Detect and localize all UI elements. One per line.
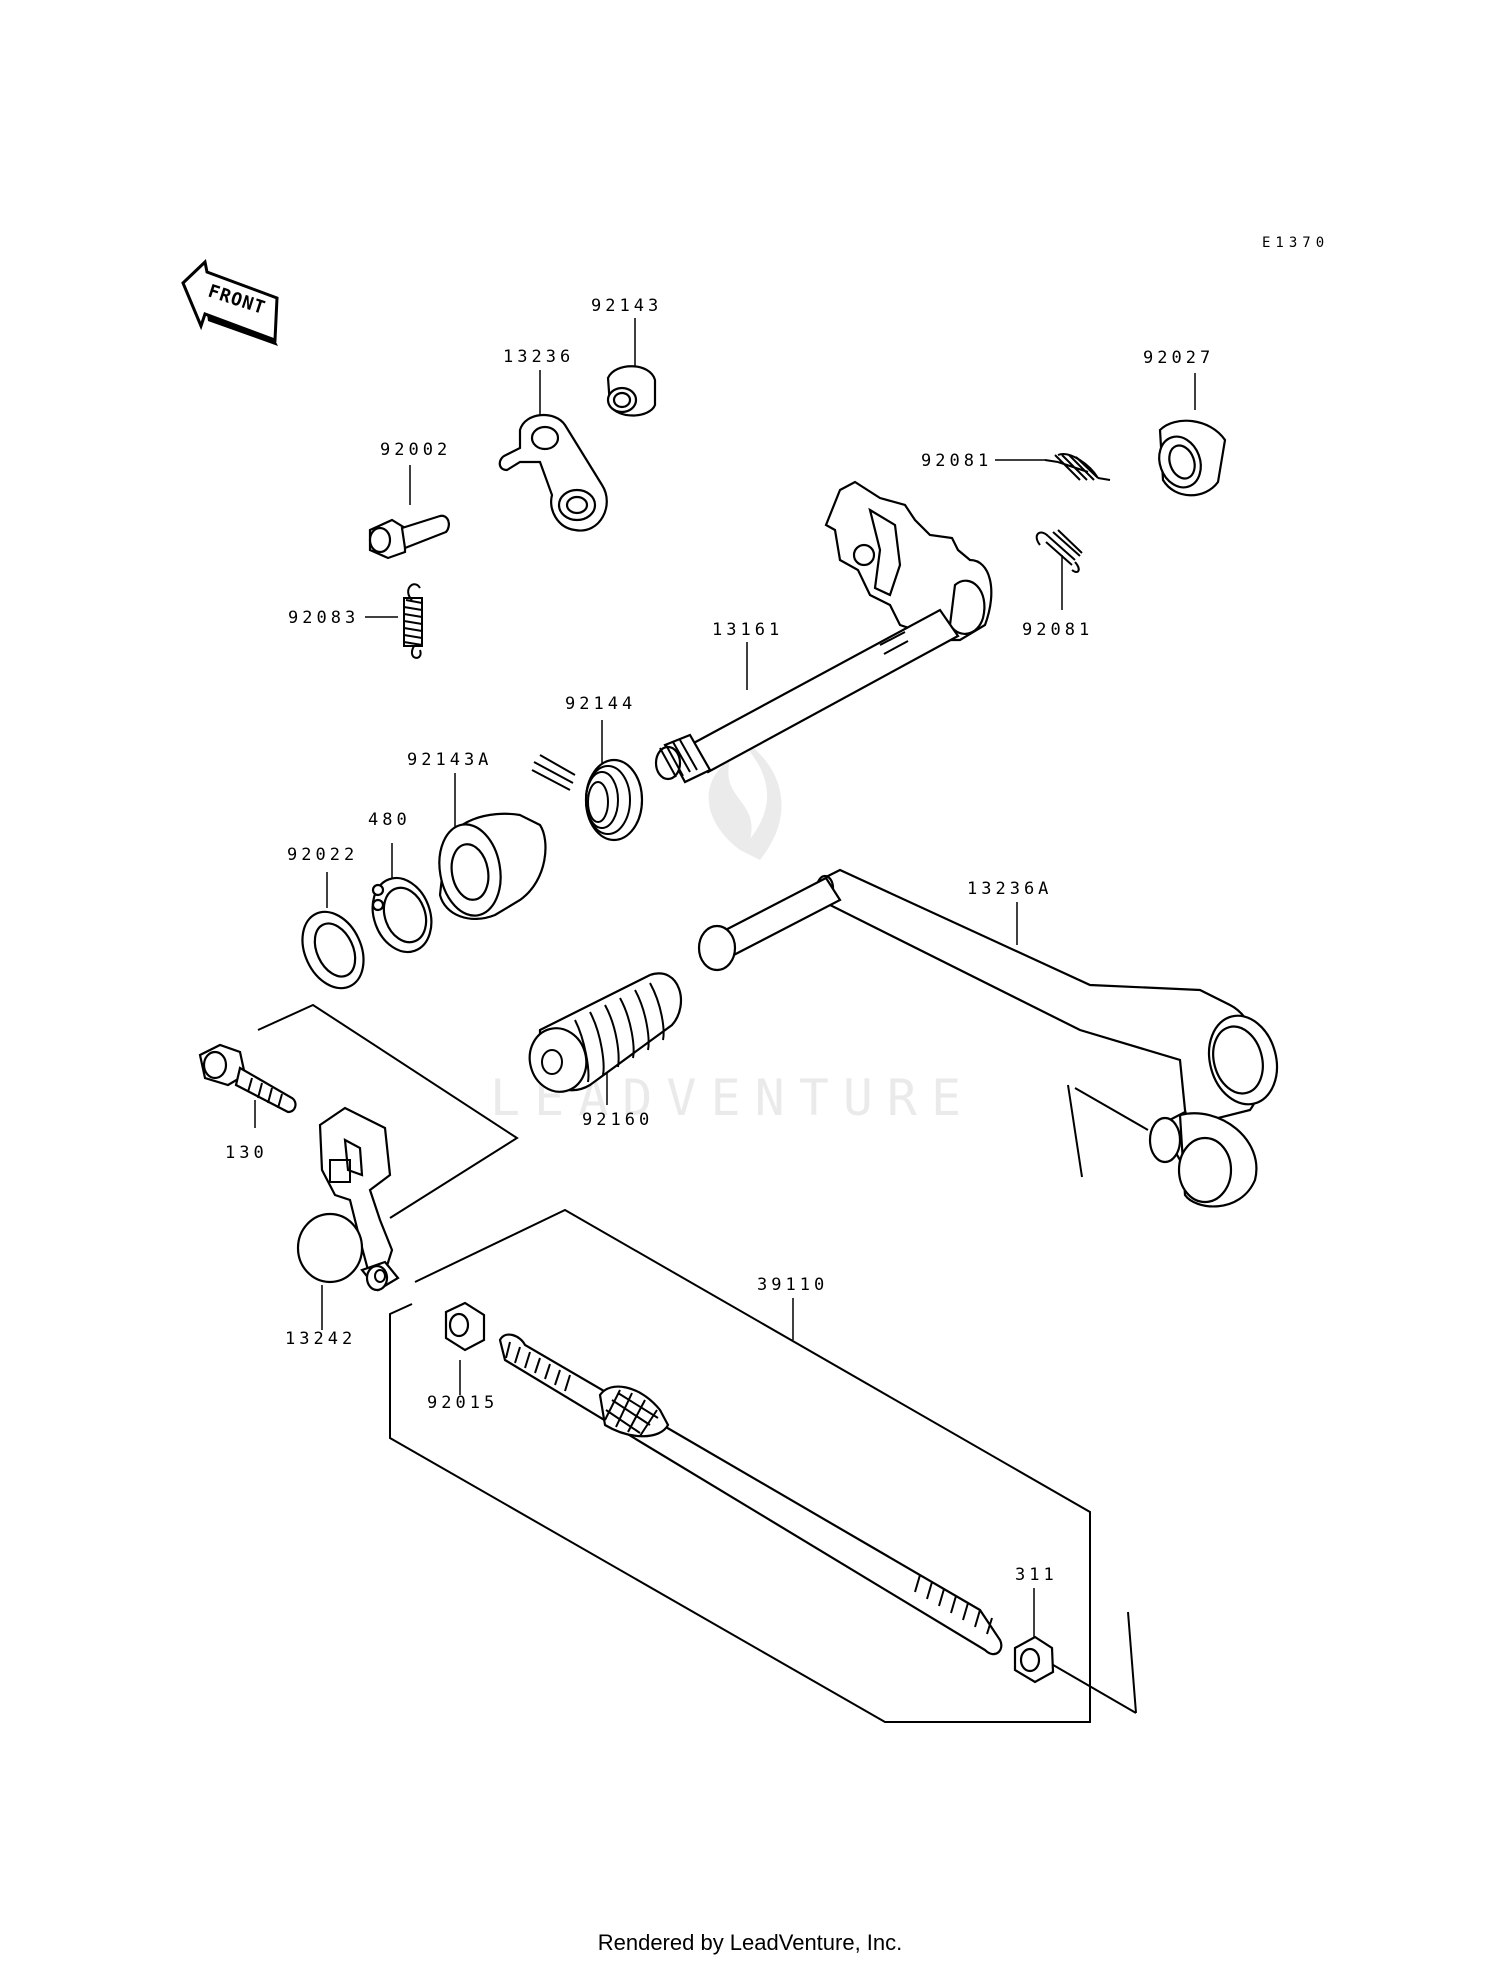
part-labels: 92143 13236 92002 92083 92027 92081 9208… [225,296,1214,1585]
spring-92081-top [1044,453,1111,481]
part-label-13242: 13242 [285,1329,356,1349]
part-label-13236: 13236 [503,347,574,367]
washer-92022 [301,910,365,990]
spring-92083 [403,583,423,659]
part-label-130: 130 [225,1143,268,1163]
part-label-92081-top: 92081 [921,451,992,471]
spring-92144 [531,754,644,842]
shift-shaft-13161 [654,480,993,784]
assembly-outlines [257,1003,1149,1723]
collar-92143A [438,812,547,920]
collar-92143 [606,365,657,417]
part-label-39110: 39110 [757,1275,828,1295]
part-label-92160: 92160 [582,1110,653,1130]
footer-credit: Rendered by LeadVenture, Inc. [597,1930,903,1955]
part-label-92027: 92027 [1143,348,1214,368]
part-label-92143A: 92143A [407,750,492,770]
nut-92015 [444,1301,486,1352]
leadventure-watermark: LEADVENTURE [490,735,961,1127]
nut-311 [1013,1635,1055,1684]
part-label-92081-bottom: 92081 [1022,620,1093,640]
part-label-311: 311 [1015,1565,1058,1585]
front-arrow-icon: FRONT [181,259,279,346]
tie-rod-39110 [498,1333,1003,1656]
spring-92081-bottom [1035,529,1083,573]
bolt-130 [198,1043,297,1114]
part-label-92022: 92022 [287,845,358,865]
bolt-92002 [368,514,450,560]
part-label-92083: 92083 [288,608,359,628]
circlip-480 [371,876,433,954]
lever-13242 [296,1106,400,1292]
pedal-13236A [697,868,1279,1208]
rubber-92160 [528,972,682,1093]
leader-lines [254,318,1196,1645]
part-label-92015: 92015 [427,1393,498,1413]
part-label-480: 480 [368,810,411,830]
part-label-92143: 92143 [591,296,662,316]
arm-13236 [498,413,608,532]
seal-92027 [1158,419,1227,497]
part-label-92002: 92002 [380,440,451,460]
part-label-13236A: 13236A [967,879,1052,899]
part-label-92144: 92144 [565,694,636,714]
part-label-13161: 13161 [712,620,783,640]
diagram-code: E1370 [1262,235,1329,251]
